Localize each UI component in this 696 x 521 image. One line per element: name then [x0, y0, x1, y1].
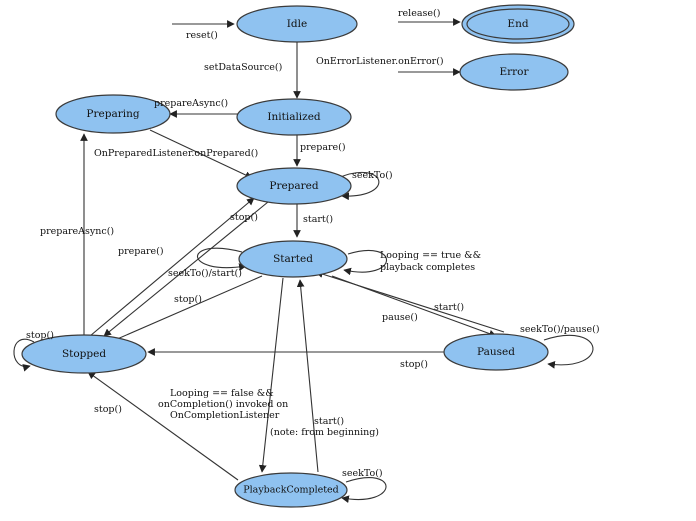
label-seek-completed: seekTo()	[342, 468, 383, 479]
label-stop-stopped-self: stop()	[26, 330, 54, 341]
label-prepare-async-init: prepareAsync()	[154, 98, 228, 109]
state-prepared	[236, 167, 352, 205]
label-start-paused: start()	[434, 302, 464, 313]
state-error-label: Error	[499, 66, 529, 78]
state-end-label: End	[507, 18, 528, 30]
label-looping-false-1: Looping == false &&	[170, 388, 274, 399]
label-start-completed-2: (note: from beginning)	[270, 427, 379, 438]
edge-stop-started	[107, 275, 263, 344]
state-preparing-label: Preparing	[86, 108, 139, 120]
states: Idle End Error Initialized Preparing Pre…	[21, 4, 575, 508]
label-reset: reset()	[186, 30, 218, 41]
state-initialized-label: Initialized	[267, 111, 321, 123]
state-paused-label: Paused	[477, 346, 515, 358]
state-playback-completed	[234, 472, 348, 508]
edge-start-completed	[296, 279, 319, 473]
edge-looping-started	[343, 249, 387, 276]
label-pause-started: pause()	[382, 312, 418, 323]
state-stopped	[21, 334, 147, 374]
edge-start-paused	[315, 270, 505, 333]
label-on-error: OnErrorListener.onError()	[316, 56, 444, 67]
label-prepare-async-stopped: prepareAsync()	[40, 226, 114, 237]
label-release: release()	[398, 8, 440, 19]
label-stop-completed: stop()	[94, 404, 122, 415]
label-seek-paused: seekTo()/pause()	[520, 324, 600, 335]
label-looping-false-3: OnCompletionListener	[170, 410, 280, 421]
state-stopped-label: Stopped	[62, 348, 106, 360]
state-prepared-label: Prepared	[269, 180, 319, 192]
edge-stop-completed	[87, 371, 239, 481]
edge-prepare-stopped	[89, 197, 255, 337]
edge-seek-started	[197, 247, 247, 271]
state-error	[459, 53, 569, 91]
state-paused	[443, 333, 549, 371]
edge-seek-prepared	[337, 171, 380, 201]
label-looping-true-1: Looping == true &&	[380, 250, 481, 261]
state-end	[466, 8, 570, 40]
label-set-data-source: setDataSource()	[204, 62, 282, 73]
state-idle-label: Idle	[287, 18, 307, 30]
label-prepare-init: prepare()	[300, 142, 346, 153]
edge-seek-paused	[543, 334, 594, 369]
edge-looping-false	[258, 277, 284, 473]
edge-stop-self	[13, 338, 35, 372]
label-looping-true-2: playback completes	[380, 262, 475, 273]
edge-labels: reset() release() OnErrorListener.onErro…	[26, 8, 600, 479]
state-playback-completed-label: PlaybackCompleted	[243, 485, 339, 496]
edge-stop-prepared	[103, 201, 269, 337]
label-on-prepared: OnPreparedListener.onPrepared()	[94, 148, 258, 159]
state-idle	[236, 5, 358, 43]
label-seek-prepared: seekTo()	[352, 170, 393, 181]
state-started	[238, 240, 348, 278]
label-start-prepared: start()	[303, 214, 333, 225]
edges	[13, 18, 594, 503]
label-start-completed-1: start()	[314, 416, 344, 427]
label-looping-false-2: onCompletion() invoked on	[158, 399, 288, 410]
state-started-label: Started	[273, 253, 313, 265]
label-stop-paused: stop()	[400, 359, 428, 370]
edge-seek-completed	[341, 477, 387, 503]
state-initialized	[236, 98, 352, 136]
label-seek-started: seekTo()/start()	[168, 268, 242, 279]
state-preparing	[55, 94, 171, 134]
label-prepare-stopped: prepare()	[118, 246, 164, 257]
label-stop-started: stop()	[174, 294, 202, 305]
edge-on-prepared	[149, 129, 253, 179]
label-stop-prepared: stop()	[230, 212, 258, 223]
